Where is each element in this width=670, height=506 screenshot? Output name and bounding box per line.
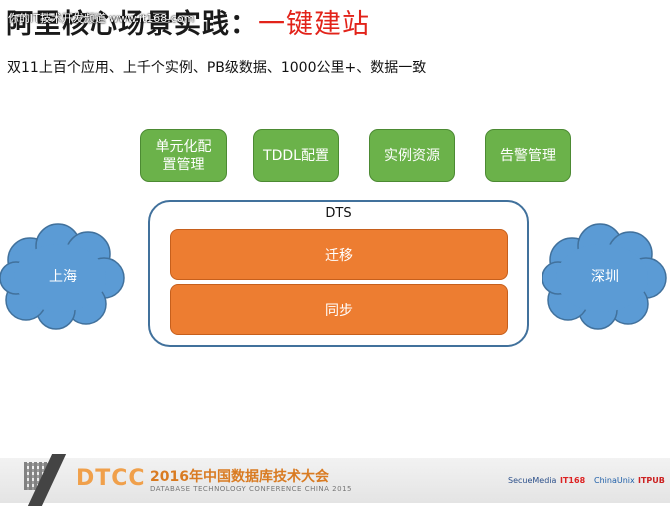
cloud-shenzhen-label: 深圳 xyxy=(591,269,619,285)
dts-container: DTS 迁移 同步 xyxy=(148,200,529,347)
subtitle: 双11上百个应用、上千个实例、PB级数据、1000公里+、数据一致 xyxy=(7,60,427,76)
module-alert-management-label: 告警管理 xyxy=(500,147,556,164)
sync-label: 同步 xyxy=(325,302,353,319)
module-instance-resource: 实例资源 xyxy=(369,129,455,182)
cloud-icon xyxy=(0,223,125,330)
footer-banner: DTCC 2016年中国数据库技术大会 DATABASE TECHNOLOGY … xyxy=(0,454,670,506)
title-accent: 一键建站 xyxy=(258,9,370,40)
dts-label: DTS xyxy=(325,206,352,221)
cloud-shenzhen: 深圳 xyxy=(541,222,668,330)
cloud-icon xyxy=(541,223,667,330)
slide-title: 阿里核心场景实践：一键建站 xyxy=(6,2,370,41)
module-tddl-config: TDDL配置 xyxy=(253,129,339,182)
migrate-box: 迁移 xyxy=(170,229,508,280)
module-unit-config: 单元化配置管理 xyxy=(140,129,227,182)
dtcc-logo: DTCC xyxy=(76,466,146,491)
sync-box: 同步 xyxy=(170,284,508,335)
conference-name-cn: 2016年中国数据库技术大会 xyxy=(150,469,329,485)
module-unit-config-label: 单元化配置管理 xyxy=(155,138,212,173)
module-alert-management: 告警管理 xyxy=(485,129,571,182)
watermark: 你的IT技术开发频道 www.it168.com xyxy=(8,12,195,25)
cloud-shanghai-label: 上海 xyxy=(49,269,77,285)
title-main: 阿里核心场景实践： xyxy=(6,9,258,40)
chinaunix-logo: ChinaUnix xyxy=(594,476,635,485)
itpub-logo: ITPUB xyxy=(638,476,665,485)
it168-logo: IT168 xyxy=(560,476,586,485)
cloud-shanghai: 上海 xyxy=(0,222,126,330)
module-tddl-config-label: TDDL配置 xyxy=(263,147,329,164)
secuemedia-logo: SecueMedia xyxy=(508,476,557,485)
module-instance-resource-label: 实例资源 xyxy=(384,147,440,164)
migrate-label: 迁移 xyxy=(325,247,353,264)
conference-name-en: DATABASE TECHNOLOGY CONFERENCE CHINA 201… xyxy=(150,485,352,493)
